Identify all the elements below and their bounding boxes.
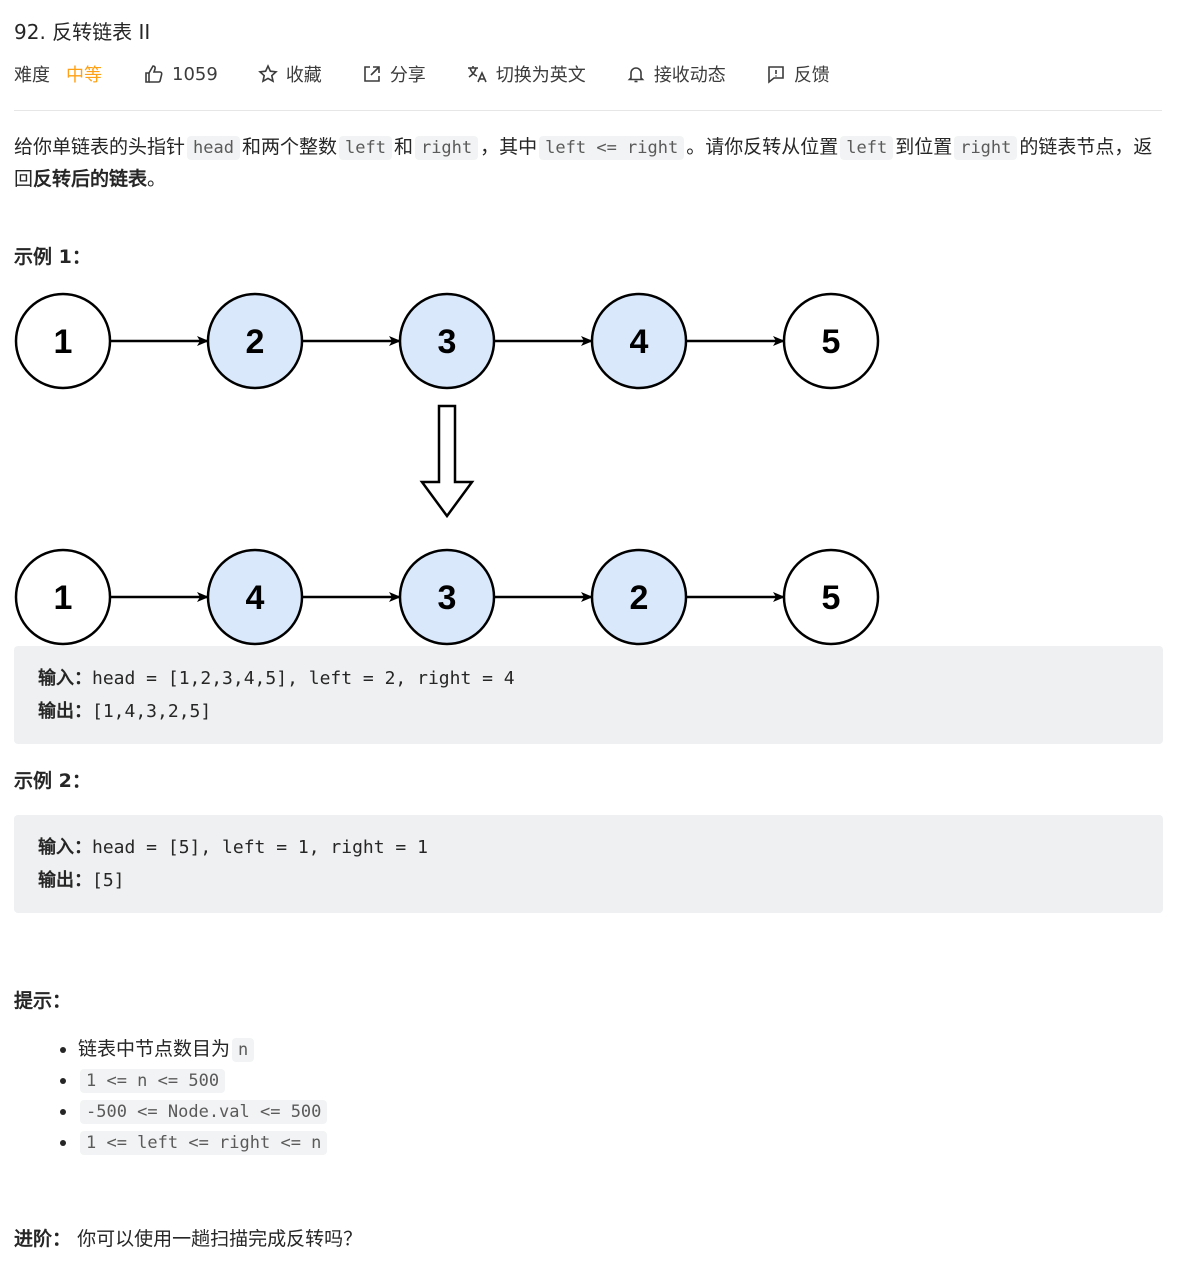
list-node-circle bbox=[14, 292, 112, 390]
list-node-label: 1 bbox=[54, 323, 73, 361]
desc-text: 给你单链表的头指针 bbox=[14, 136, 186, 158]
feedback-icon bbox=[768, 66, 784, 84]
linked-list-diagram: 1 2 3 4 5 1 4 3 2 5 bbox=[14, 292, 880, 646]
desc-text: 的链表节点，返回 bbox=[14, 136, 1153, 190]
list-node-label: 1 bbox=[54, 579, 73, 617]
list-node-label: 3 bbox=[438, 579, 457, 617]
header-divider bbox=[14, 110, 1162, 111]
list-node-label: 2 bbox=[246, 323, 265, 361]
bell-icon bbox=[627, 67, 645, 83]
hint-text: 链表中节点数目为 bbox=[78, 1038, 231, 1060]
example-2-heading: 示例 2： bbox=[14, 770, 91, 792]
feedback-button[interactable]: 反馈 bbox=[766, 61, 830, 87]
subscribe-label: 接收动态 bbox=[653, 65, 726, 86]
problem-meta-bar: 难度 中等 1059 收藏 分享 切换为英文 接收动 bbox=[14, 60, 870, 88]
feedback-label: 反馈 bbox=[793, 65, 830, 86]
follow-up-label: 进阶： bbox=[14, 1228, 72, 1250]
favorite-button[interactable]: 收藏 bbox=[257, 61, 322, 87]
list-node-label: 4 bbox=[246, 579, 265, 617]
inline-code: 1 <= left <= right <= n bbox=[80, 1131, 328, 1155]
hints-heading: 提示： bbox=[14, 990, 72, 1012]
inline-code: right bbox=[414, 136, 479, 160]
desc-bold-text: 反转后的链表 bbox=[33, 168, 148, 190]
list-node-circle bbox=[206, 292, 304, 390]
list-node-label: 5 bbox=[822, 323, 841, 361]
inline-code: -500 <= Node.val <= 500 bbox=[80, 1100, 328, 1124]
list-node-label: 5 bbox=[822, 579, 841, 617]
switch-language-button[interactable]: 切换为英文 bbox=[466, 61, 586, 87]
input-label: 输入： bbox=[38, 837, 92, 858]
follow-up: 进阶： 你可以使用一趟扫描完成反转吗？ bbox=[14, 1224, 362, 1254]
inline-code: left bbox=[840, 136, 894, 160]
list-node-circle bbox=[206, 548, 304, 646]
list-before-reversal: 1 2 3 4 5 bbox=[14, 292, 880, 390]
list-node-circle bbox=[782, 548, 880, 646]
like-count: 1059 bbox=[172, 63, 218, 85]
list-node-label: 2 bbox=[630, 579, 649, 617]
desc-text: 和 bbox=[393, 136, 413, 158]
desc-text: 。 bbox=[147, 168, 167, 190]
desc-text: ，其中 bbox=[480, 136, 538, 158]
list-node-label: 3 bbox=[438, 323, 457, 361]
example-output: [1,4,3,2,5] bbox=[92, 701, 212, 722]
list-node-circle bbox=[782, 292, 880, 390]
like-button[interactable]: 1059 bbox=[144, 64, 218, 85]
translate-icon bbox=[467, 66, 487, 83]
problem-title: 92. 反转链表 II bbox=[14, 20, 151, 44]
desc-text: 到位置 bbox=[895, 136, 953, 158]
share-button[interactable]: 分享 bbox=[362, 61, 426, 87]
share-label: 分享 bbox=[389, 65, 426, 86]
example-output: [5] bbox=[92, 870, 125, 891]
list-node-circle bbox=[398, 292, 496, 390]
follow-up-text: 你可以使用一趟扫描完成反转吗？ bbox=[77, 1228, 363, 1250]
list-node-circle bbox=[590, 548, 688, 646]
list-node-circle bbox=[398, 548, 496, 646]
list-item: 1 <= n <= 500 bbox=[78, 1065, 329, 1096]
list-node-circle bbox=[14, 548, 112, 646]
list-node-circle bbox=[590, 292, 688, 390]
inline-code: left <= right bbox=[539, 136, 685, 160]
inline-code: head bbox=[187, 136, 240, 160]
example-input: head = [1,2,3,4,5], left = 2, right = 4 bbox=[92, 668, 515, 689]
example-1-heading: 示例 1： bbox=[14, 246, 91, 268]
list-node-label: 4 bbox=[630, 323, 649, 361]
input-label: 输入： bbox=[38, 668, 92, 689]
desc-text: 。请你反转从位置 bbox=[686, 136, 839, 158]
thumbs-up-icon bbox=[145, 65, 163, 83]
inline-code: 1 <= n <= 500 bbox=[80, 1069, 226, 1093]
difficulty-value: 中等 bbox=[66, 65, 102, 86]
example-1-io-block: 输入：head = [1,2,3,4,5], left = 2, right =… bbox=[14, 646, 1163, 744]
subscribe-button[interactable]: 接收动态 bbox=[626, 61, 726, 87]
star-icon bbox=[257, 64, 278, 83]
example-2-io-block: 输入：head = [5], left = 1, right = 1 输出：[5… bbox=[14, 815, 1163, 913]
inline-code: right bbox=[954, 136, 1018, 160]
difficulty-label: 难度 bbox=[14, 65, 50, 86]
list-item: 1 <= left <= right <= n bbox=[78, 1127, 329, 1158]
down-arrow-icon bbox=[419, 404, 475, 519]
output-label: 输出： bbox=[38, 701, 92, 722]
switch-language-label: 切换为英文 bbox=[495, 65, 586, 86]
favorite-label: 收藏 bbox=[285, 65, 322, 86]
example-input: head = [5], left = 1, right = 1 bbox=[92, 837, 428, 858]
list-item: -500 <= Node.val <= 500 bbox=[78, 1096, 329, 1127]
share-icon bbox=[364, 66, 380, 82]
output-label: 输出： bbox=[38, 870, 92, 891]
list-after-reversal: 1 4 3 2 5 bbox=[14, 548, 880, 646]
desc-text: 和两个整数 bbox=[241, 136, 337, 158]
inline-code: left bbox=[338, 136, 392, 160]
inline-code: n bbox=[232, 1038, 255, 1062]
